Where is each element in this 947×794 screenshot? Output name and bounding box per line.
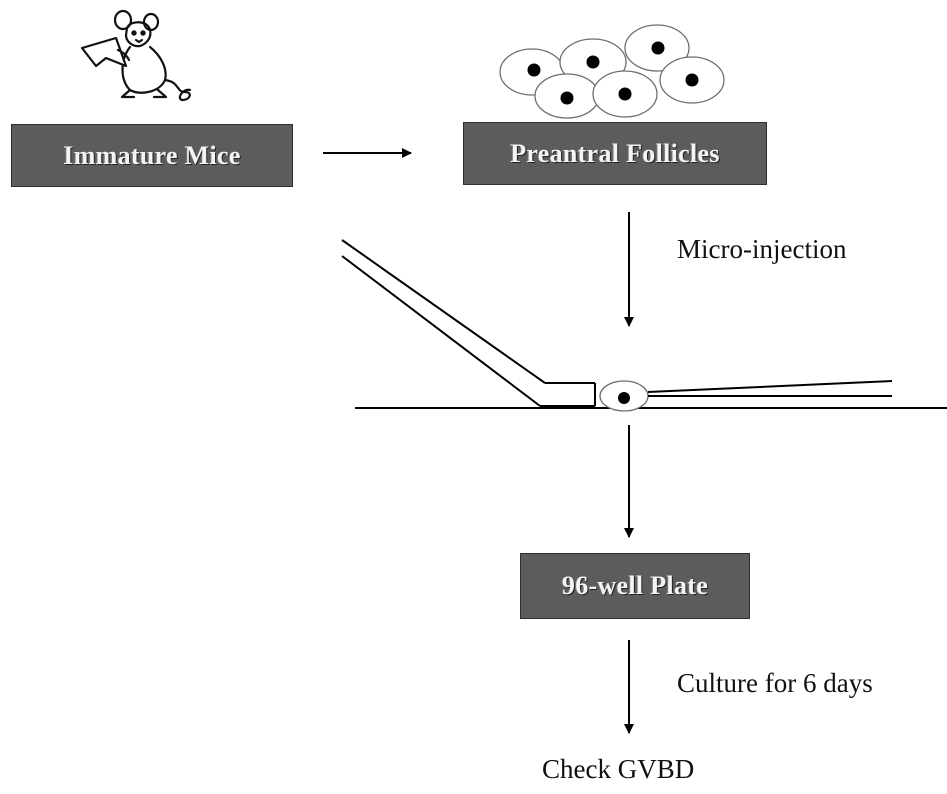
immature-mice-box: Immature Mice	[11, 124, 293, 187]
96-well-plate-box: 96-well Plate	[520, 553, 750, 619]
mouse-icon	[80, 9, 192, 102]
culture-duration-label: Culture for 6 days	[677, 668, 873, 698]
preantral-follicles-box: Preantral Follicles	[463, 122, 767, 185]
injected-follicle	[599, 380, 649, 412]
follicle-cluster-icon	[499, 24, 725, 119]
holding-pipette	[341, 239, 596, 407]
check-gvbd-label: Check GVBD	[542, 754, 695, 784]
micro-injection-label: Micro-injection	[677, 234, 847, 264]
micro-injection-needle-icon	[647, 380, 893, 397]
